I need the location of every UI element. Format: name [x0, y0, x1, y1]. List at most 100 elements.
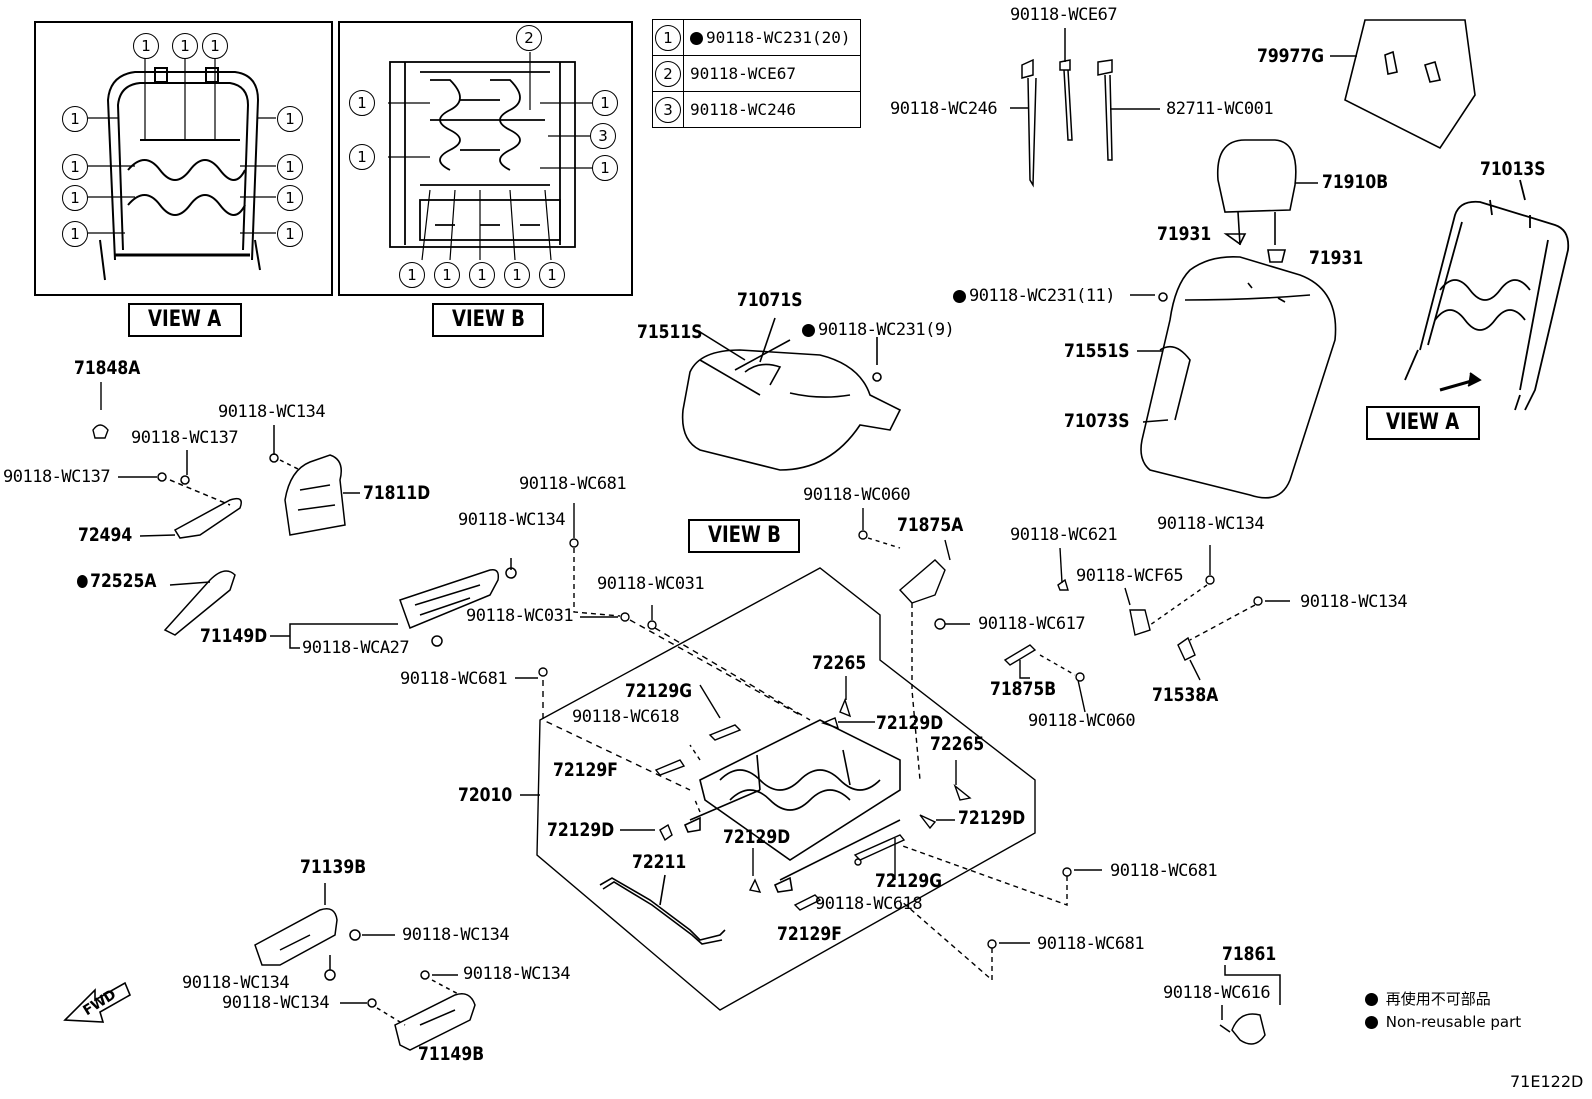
part-label: 72265: [812, 652, 867, 674]
seatback-cover: [1130, 255, 1337, 499]
part-label: 72265: [930, 733, 985, 755]
diagram-id: 71E122D: [1510, 1072, 1584, 1091]
part-label: 72129D: [958, 807, 1026, 829]
seatback-frame-71013s: [1404, 179, 1570, 411]
part-label: 71073S: [1064, 410, 1130, 432]
covers-bottom-left: [254, 883, 476, 1051]
view-a-callout-1: 1: [62, 185, 88, 211]
part-label: 71875A: [897, 514, 964, 536]
part-label: 90118-WC621: [1010, 525, 1118, 545]
part-label: 90118-WC137: [3, 467, 111, 487]
part-label: 90118-WC060: [1028, 711, 1136, 731]
view-a-callout-1: 1: [277, 221, 303, 247]
view-b-leaders: [388, 52, 592, 261]
lever-72525a: [163, 570, 236, 636]
part-label: 72129G: [625, 680, 692, 702]
part-label: 72129D: [876, 712, 944, 734]
part-label: 72494: [78, 524, 133, 546]
part-label: 90118-WC031: [466, 606, 574, 626]
non-reusable-dot-icon: [953, 289, 966, 303]
legend-number: 1: [655, 24, 681, 51]
view-b-callout-1: 1: [592, 155, 618, 181]
part-label: 71931: [1157, 223, 1212, 245]
view-b-callout-1: 1: [349, 90, 375, 116]
part-label: 71139B: [300, 856, 367, 878]
pad-79977g: [1330, 19, 1476, 150]
non-reusable-dot-icon: [1365, 1016, 1378, 1029]
view-b-label: VIEW B: [432, 303, 544, 337]
part-label: 71538A: [1152, 684, 1219, 706]
view-a-callout-1: 1: [202, 33, 228, 59]
part-label: 71071S: [737, 289, 803, 311]
non-reusable-note-en: Non-reusable part: [1365, 1013, 1521, 1031]
legend-row: 2 90118-WCE67: [652, 55, 861, 92]
seat-cushion: [681, 317, 902, 471]
track-small-parts: [620, 676, 972, 911]
part-label: 71910B: [1322, 171, 1389, 193]
part-label: 90118-WC137: [131, 428, 239, 448]
non-reusable-note-jp: 再使用不可部品: [1365, 988, 1491, 1009]
view-a-callout-1: 1: [62, 221, 88, 247]
part-label: 71861: [1222, 943, 1277, 965]
seat-track-boundary: [520, 567, 1036, 1011]
non-reusable-dot-icon: [77, 575, 88, 588]
view-b-callout-1: 1: [434, 262, 460, 288]
view-a-callout-1: 1: [277, 154, 303, 180]
view-a-callout-1: 1: [62, 106, 88, 132]
part-label: 90118-WC681: [519, 474, 627, 494]
part-label: 90118-WCF65: [1076, 566, 1184, 586]
view-a-callout-1: 1: [277, 106, 303, 132]
part-label: 90118-WC134: [1300, 592, 1408, 612]
part-label: 90118-WC246: [890, 99, 998, 119]
part-label: 90118-WC134: [218, 402, 326, 422]
part-label: 72129F: [553, 759, 618, 781]
part-label: 72211: [632, 851, 687, 873]
screws-left: [515, 503, 811, 791]
part-label: 71149B: [418, 1043, 485, 1065]
side-cover-71149d: [270, 558, 517, 649]
part-label: 71551S: [1064, 340, 1130, 362]
non-reusable-dot-icon: [802, 323, 815, 337]
view-b-callout-1: 1: [349, 144, 375, 170]
washer-71848a: [92, 382, 109, 439]
part-label: 90118-WC134: [463, 964, 571, 984]
part-label: 72129G: [875, 870, 942, 892]
part-label: 72129D: [723, 826, 791, 848]
part-label: 90118-WC231(11): [953, 286, 1116, 306]
part-label: 90118-WC618: [815, 894, 923, 914]
legend-row: 1 90118-WC231(20): [652, 19, 861, 56]
seat-track-assembly: [683, 719, 901, 893]
part-label: 90118-WCA27: [302, 638, 410, 658]
view-b-frame: [338, 21, 633, 296]
part-label: 71848A: [74, 357, 141, 379]
part-label: 71875B: [990, 678, 1057, 700]
part-label: 90118-WC060: [803, 485, 911, 505]
legend-number: 3: [655, 96, 681, 123]
part-label: 90118-WC134: [182, 973, 290, 993]
part-label: 79977G: [1257, 45, 1324, 67]
legend-number: 2: [655, 60, 681, 87]
part-label: 72129F: [777, 923, 842, 945]
view-b-callout-1: 1: [399, 262, 425, 288]
part-label: 90118-WC134: [1157, 514, 1265, 534]
cover-71861: [1219, 965, 1281, 1045]
fwd-arrow: [63, 981, 132, 1023]
part-label: 72129D: [547, 819, 615, 841]
non-reusable-dot-icon: [690, 32, 703, 45]
recliner-cover-71811d: [269, 425, 360, 536]
view-b-seat-frame: [389, 61, 576, 248]
part-label: 71811D: [363, 482, 431, 504]
view-a-frame: [34, 21, 333, 296]
part-label: 90118-WC617: [978, 614, 1086, 634]
view-a-callout: VIEW A: [1366, 406, 1480, 440]
part-label: 90118-WC681: [1037, 934, 1145, 954]
view-a-label: VIEW A: [128, 303, 242, 337]
legend-part: 90118-WC231(20): [706, 28, 851, 47]
view-a-callout-1: 1: [62, 154, 88, 180]
part-label: 90118-WC681: [400, 669, 508, 689]
view-a-leaders: [88, 55, 276, 234]
view-b-callout-1: 1: [592, 90, 618, 116]
part-label: 90118-WC616: [1163, 983, 1271, 1003]
part-label: 71013S: [1480, 158, 1546, 180]
legend-row: 3 90118-WC246: [652, 91, 861, 128]
